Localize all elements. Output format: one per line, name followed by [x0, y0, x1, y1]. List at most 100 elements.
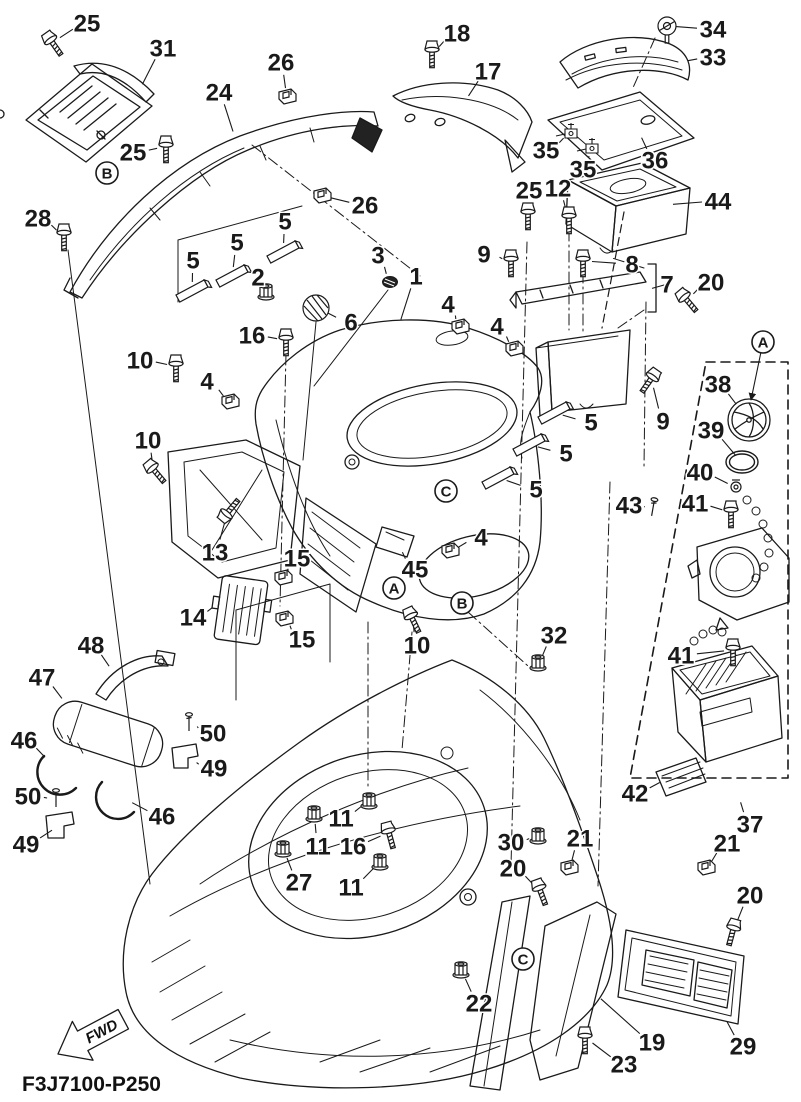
- callout-44: 44: [705, 189, 732, 216]
- leader-line: [155, 361, 168, 366]
- callout-25: 25: [516, 178, 543, 205]
- leader-line: [651, 284, 665, 289]
- construction-lines: [67, 37, 656, 887]
- leader-line: [59, 28, 74, 39]
- leader-line: [591, 260, 617, 264]
- callout-3: 3: [371, 243, 384, 270]
- leader-line: [354, 806, 362, 813]
- callout-16: 16: [340, 834, 367, 861]
- callout-25: 25: [74, 11, 101, 38]
- ref-letter-circle-C: [434, 479, 458, 503]
- leader-line: [457, 541, 467, 548]
- leader-line: [464, 978, 472, 992]
- callout-15: 15: [289, 627, 316, 654]
- callout-29: 29: [730, 1034, 757, 1061]
- leader-line: [218, 389, 224, 397]
- callout-39: 39: [698, 418, 725, 445]
- part-icon-clip: [221, 393, 240, 410]
- part-regulator: [211, 575, 273, 646]
- callout-10: 10: [404, 633, 431, 660]
- part-cap-chain: [689, 495, 774, 646]
- leader-line: [283, 74, 287, 89]
- leader-line: [687, 58, 698, 62]
- part-icon-clip: [441, 542, 460, 559]
- callout-5: 5: [186, 248, 199, 275]
- leader-line: [39, 829, 53, 839]
- leader-line: [51, 224, 57, 231]
- part-icon-nut: [371, 853, 389, 871]
- part-wedge-45: [375, 526, 415, 558]
- leader-line: [711, 852, 718, 862]
- callout-24: 24: [206, 80, 233, 107]
- ref-letter-circle-B: [450, 591, 474, 615]
- callout-23: 23: [611, 1052, 638, 1079]
- callout-34: 34: [700, 17, 727, 44]
- callout-47: 47: [29, 665, 56, 692]
- part-cover-33: [559, 36, 691, 89]
- leader-line: [562, 414, 576, 420]
- callout-50: 50: [200, 721, 227, 748]
- callout-40: 40: [687, 460, 714, 487]
- part-icon-clip: [275, 610, 294, 627]
- leader-line: [740, 802, 745, 813]
- part-icon-nut: [452, 961, 470, 979]
- leader-line: [672, 201, 703, 205]
- part-icon-clip: [278, 88, 297, 105]
- callout-26: 26: [268, 50, 295, 77]
- part-icon-grommet: [382, 276, 398, 288]
- callout-26: 26: [352, 193, 379, 220]
- leader-line: [286, 857, 293, 871]
- leader-line: [588, 155, 590, 158]
- part-icon-clip: [451, 318, 470, 335]
- part-filler-housing: [687, 527, 790, 631]
- leader-line: [383, 266, 387, 274]
- callout-9: 9: [656, 409, 669, 436]
- callout-22: 22: [466, 991, 493, 1018]
- callout-16: 16: [239, 323, 266, 350]
- leader-line: [131, 802, 148, 812]
- leader-line: [36, 747, 46, 758]
- callout-19: 19: [639, 1030, 666, 1057]
- leader-line: [726, 1021, 735, 1036]
- callout-17: 17: [475, 59, 502, 86]
- part-grate-42: [655, 757, 707, 797]
- leader-line: [100, 654, 110, 667]
- callout-27: 27: [286, 870, 313, 897]
- ref-letter-C: C: [441, 484, 452, 501]
- leader-line: [400, 288, 412, 320]
- callout-20: 20: [500, 856, 527, 883]
- callout-48: 48: [78, 633, 105, 660]
- callout-5: 5: [529, 477, 542, 504]
- callout-30: 30: [498, 830, 525, 857]
- leader-line: [52, 686, 63, 699]
- ref-letter-circle-A: [382, 576, 406, 600]
- callout-46: 46: [11, 728, 38, 755]
- part-hull: [122, 659, 614, 1089]
- callout-10: 10: [127, 348, 154, 375]
- callout-1: 1: [409, 264, 422, 291]
- callout-25: 25: [120, 140, 147, 167]
- part-tray-41: [671, 645, 783, 763]
- part-console: [254, 319, 543, 621]
- ref-letter-C: C: [518, 952, 529, 969]
- callout-50: 50: [15, 784, 42, 811]
- ref-letter-A: A: [758, 335, 769, 352]
- part-icon-nut: [529, 827, 547, 845]
- leader-line: [537, 446, 551, 451]
- leader-lines: [36, 26, 745, 1058]
- leader-line: [223, 104, 234, 132]
- part-box-44: [565, 162, 691, 254]
- callout-4: 4: [200, 369, 214, 396]
- callout-18: 18: [444, 21, 471, 48]
- leader-line: [196, 762, 200, 765]
- part-icon-nut: [529, 654, 547, 672]
- ref-letter-circle-C: [511, 947, 535, 971]
- callout-42: 42: [622, 781, 649, 808]
- leader-line: [649, 782, 660, 789]
- callout-6: 6: [344, 310, 357, 337]
- callout-21: 21: [567, 826, 594, 853]
